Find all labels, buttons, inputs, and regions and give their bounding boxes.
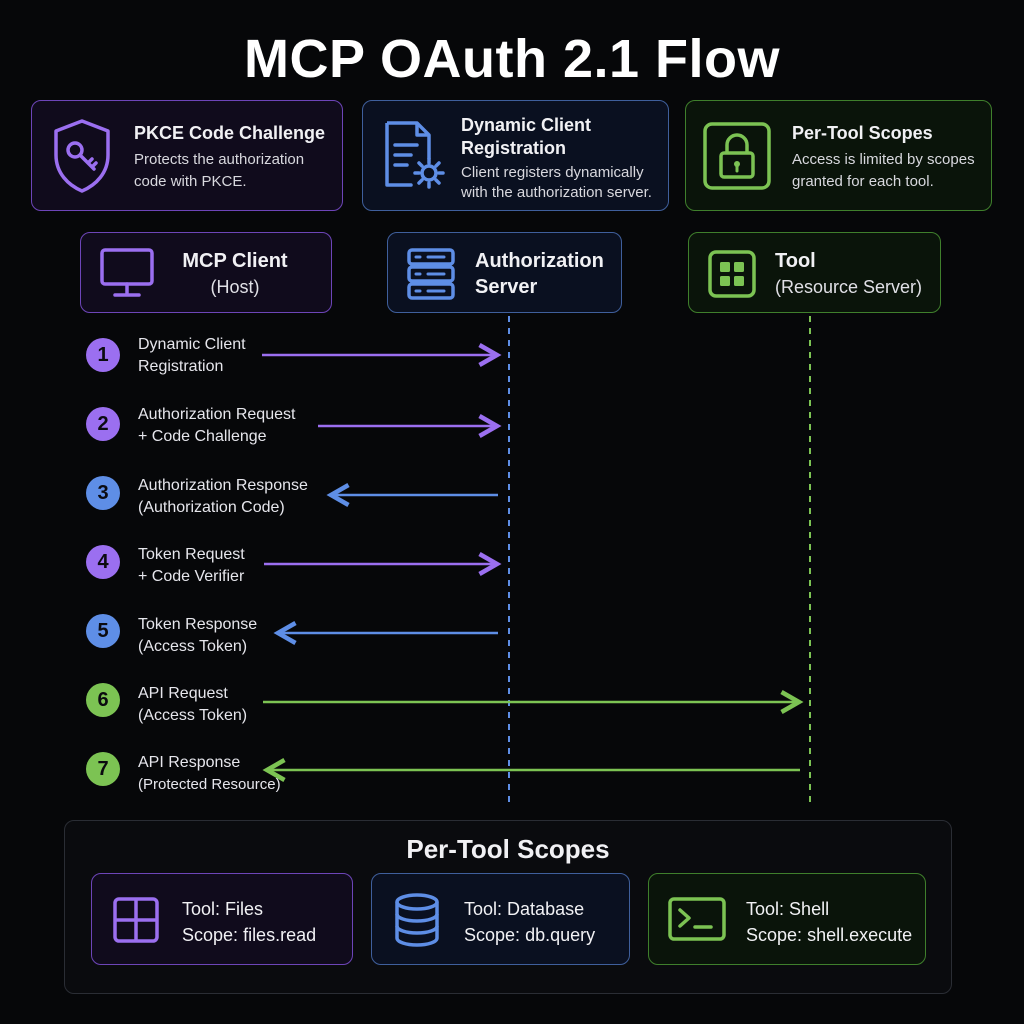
padlock-icon (703, 122, 771, 190)
feature-desc-line: with the authorization server. (461, 184, 652, 201)
actor-name: MCP Client (182, 250, 288, 272)
step-number: 2 (86, 407, 120, 441)
step-line: API Request (138, 685, 228, 702)
scope-tool-line: Tool: Database (464, 899, 585, 919)
step-line: Authorization Request (138, 406, 296, 423)
scope-value-line: Scope: db.query (464, 925, 596, 945)
scopes-panel-title: Per-Tool Scopes (406, 834, 610, 864)
step-number: 6 (86, 683, 120, 717)
feature-card-pkce: PKCE Code Challenge Protects the authori… (31, 100, 343, 211)
tool-grid-icon (708, 250, 756, 298)
database-icon (395, 893, 439, 947)
step-line: + Code Challenge (138, 428, 267, 445)
actor-sub: (Host) (210, 277, 260, 297)
feature-desc-line: Protects the authorization (134, 151, 305, 168)
step-label: Authorization Request + Code Challenge (138, 404, 295, 448)
step-line: Authorization Response (138, 477, 308, 494)
feature-desc-line: code with PKCE. (134, 173, 247, 190)
step-number: 1 (86, 338, 120, 372)
step-number: 4 (86, 545, 120, 579)
shield-key-icon (54, 119, 110, 193)
step-number: 3 (86, 476, 120, 510)
feature-desc-line: Access is limited by scopes (792, 151, 975, 168)
actor-name: Tool (775, 250, 816, 272)
scope-card-database: Tool: Database Scope: db.query (371, 873, 630, 965)
step-line: (Access Token) (138, 707, 248, 724)
actor-authorization-server: Authorization Server (387, 232, 622, 313)
feature-title: PKCE Code Challenge (134, 123, 326, 143)
step-line: (Protected Resource) (138, 776, 281, 793)
step-line: Token Request (138, 546, 245, 563)
step-line: Token Response (138, 616, 258, 633)
terminal-icon (668, 897, 726, 941)
server-icon (407, 248, 455, 300)
actor-tool: Tool (Resource Server) (688, 232, 941, 313)
scope-value-line: Scope: files.read (182, 925, 317, 945)
page-title: MCP OAuth 2.1 Flow (243, 29, 781, 89)
grid-icon (113, 897, 159, 943)
document-gear-icon (385, 121, 445, 189)
scope-tool-line: Tool: Shell (746, 899, 830, 919)
step-line: (Authorization Code) (138, 499, 285, 516)
step-label: Token Request + Code Verifier (138, 544, 245, 588)
actor-name-line: Authorization (475, 250, 604, 272)
scope-tool-line: Tool: Files (182, 899, 264, 919)
actor-name-line: Server (475, 276, 538, 298)
feature-title-line: Dynamic Client (461, 115, 592, 135)
scope-value-line: Scope: shell.execute (746, 925, 913, 945)
step-label: API Response (Protected Resource) (138, 752, 281, 796)
step-line: Registration (138, 358, 224, 375)
feature-card-dcr: Dynamic Client Registration Client regis… (362, 100, 669, 211)
step-number: 5 (86, 614, 120, 648)
monitor-icon (100, 248, 154, 297)
step-label: Token Response (Access Token) (138, 614, 257, 658)
step-line: API Response (138, 754, 241, 771)
step-label: Authorization Response (Authorization Cod… (138, 475, 308, 519)
step-line: + Code Verifier (138, 568, 245, 585)
feature-card-scopes: Per-Tool Scopes Access is limited by sco… (685, 100, 992, 211)
feature-title-line: Registration (461, 138, 567, 158)
actor-sub: (Resource Server) (775, 277, 923, 297)
step-line: Dynamic Client (138, 336, 246, 353)
scope-card-files: Tool: Files Scope: files.read (91, 873, 353, 965)
feature-desc-line: Client registers dynamically (461, 164, 644, 181)
scope-card-shell: Tool: Shell Scope: shell.execute (648, 873, 926, 965)
actor-mcp-client: MCP Client (Host) (80, 232, 332, 313)
feature-title: Per-Tool Scopes (792, 123, 933, 143)
step-label: API Request (Access Token) (138, 683, 247, 727)
feature-desc-line: granted for each tool. (792, 173, 934, 190)
step-number: 7 (86, 752, 120, 786)
step-line: (Access Token) (138, 638, 248, 655)
